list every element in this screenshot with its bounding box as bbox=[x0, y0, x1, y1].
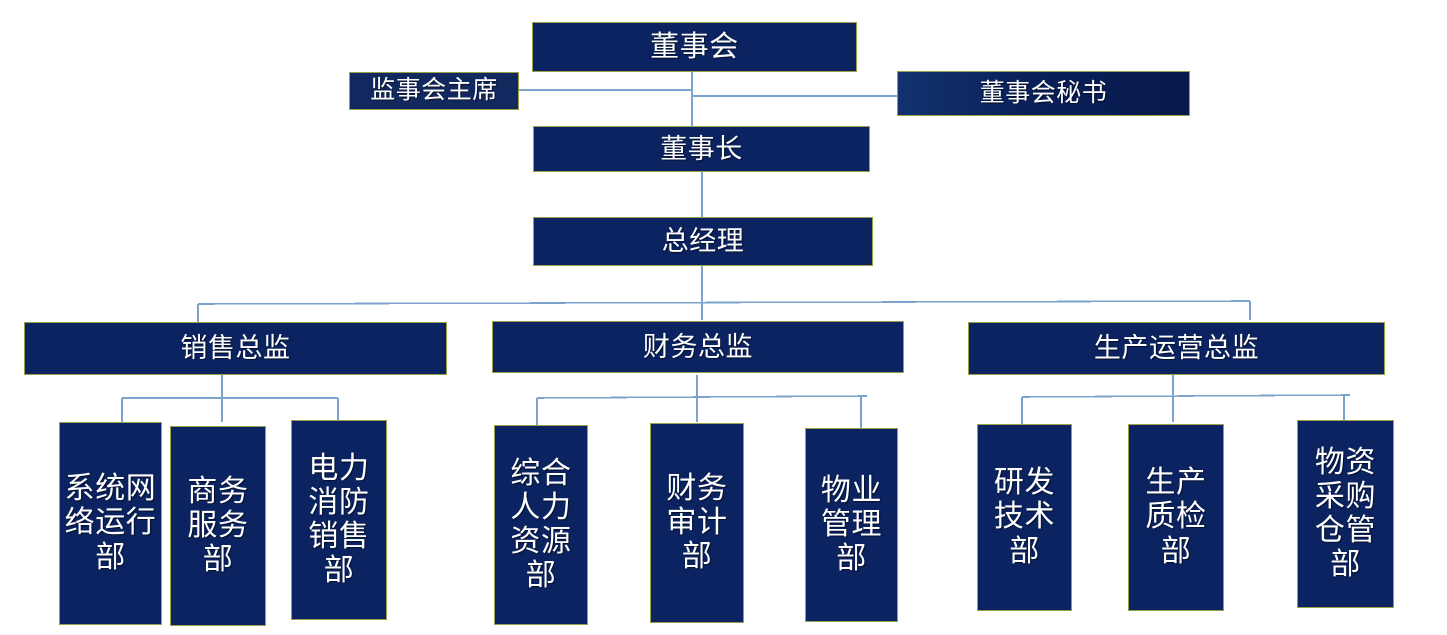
node-dept-finance-audit-label: 财务审计部 bbox=[666, 471, 728, 574]
node-dept-business-service-label: 商务服务部 bbox=[187, 474, 249, 577]
node-director-finance[interactable]: 财务总监 bbox=[492, 321, 904, 373]
node-dept-finance-audit[interactable]: 财务审计部 bbox=[650, 423, 744, 623]
node-dept-production-quality-label: 生产质检部 bbox=[1145, 466, 1207, 568]
node-dept-property-management-label: 物业管理部 bbox=[820, 473, 883, 576]
node-director-finance-label: 财务总监 bbox=[642, 331, 754, 362]
node-dept-business-service[interactable]: 商务服务部 bbox=[170, 426, 266, 626]
node-dept-property-management[interactable]: 物业管理部 bbox=[805, 428, 898, 622]
node-dept-rd-technology-label: 研发技术部 bbox=[993, 466, 1056, 568]
line-finance-bus bbox=[536, 395, 868, 399]
node-director-sales-label: 销售总监 bbox=[180, 333, 291, 364]
node-dept-system-network-operations-label: 系统网络运行部 bbox=[64, 472, 157, 574]
node-director-operations[interactable]: 生产运营总监 bbox=[968, 322, 1385, 375]
node-dept-materials-procurement-warehouse[interactable]: 物资采购仓管部 bbox=[1297, 420, 1394, 608]
node-dept-system-network-operations[interactable]: 系统网络运行部 bbox=[59, 422, 162, 625]
node-general-manager[interactable]: 总经理 bbox=[533, 217, 873, 266]
node-board-secretary[interactable]: 董事会秘书 bbox=[897, 71, 1190, 116]
node-dept-general-hr[interactable]: 综合人力资源部 bbox=[494, 425, 588, 625]
node-director-sales[interactable]: 销售总监 bbox=[24, 322, 447, 375]
node-dept-power-fire-sales-label: 电力消防销售部 bbox=[308, 451, 370, 588]
node-supervisor-chair-label: 监事会主席 bbox=[370, 77, 498, 104]
line-operations-bus bbox=[1021, 394, 1351, 398]
node-dept-rd-technology[interactable]: 研发技术部 bbox=[977, 424, 1072, 611]
node-dept-general-hr-label: 综合人力资源部 bbox=[510, 456, 572, 593]
node-director-operations-label: 生产运营总监 bbox=[1093, 333, 1260, 364]
node-dept-production-quality[interactable]: 生产质检部 bbox=[1128, 424, 1224, 611]
node-board[interactable]: 董事会 bbox=[532, 22, 857, 72]
node-board-label: 董事会 bbox=[650, 30, 739, 63]
node-dept-power-fire-sales[interactable]: 电力消防销售部 bbox=[291, 420, 387, 620]
line-director-bus bbox=[197, 300, 1251, 305]
node-chairman-label: 董事长 bbox=[660, 133, 743, 164]
node-supervisor-chair[interactable]: 监事会主席 bbox=[349, 72, 519, 110]
node-chairman[interactable]: 董事长 bbox=[533, 126, 870, 172]
node-dept-materials-procurement-warehouse-label: 物资采购仓管部 bbox=[1314, 445, 1377, 582]
node-board-secretary-label: 董事会秘书 bbox=[979, 79, 1108, 107]
node-general-manager-label: 总经理 bbox=[661, 226, 745, 257]
